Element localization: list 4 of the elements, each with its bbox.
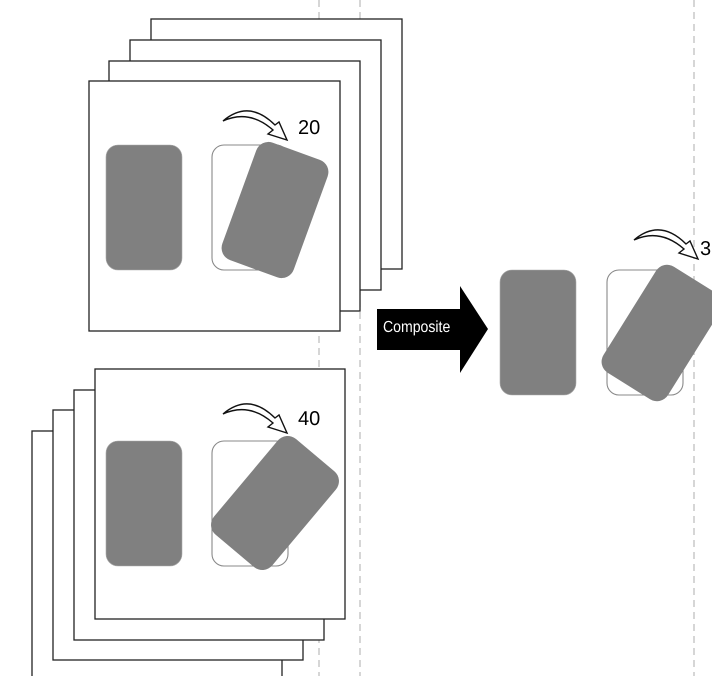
rotation-angle: 3 bbox=[700, 239, 712, 259]
rotation-angle: 20 bbox=[298, 118, 320, 138]
rotation-angle: 40 bbox=[298, 409, 320, 429]
arrow-label: Composite bbox=[383, 320, 450, 336]
